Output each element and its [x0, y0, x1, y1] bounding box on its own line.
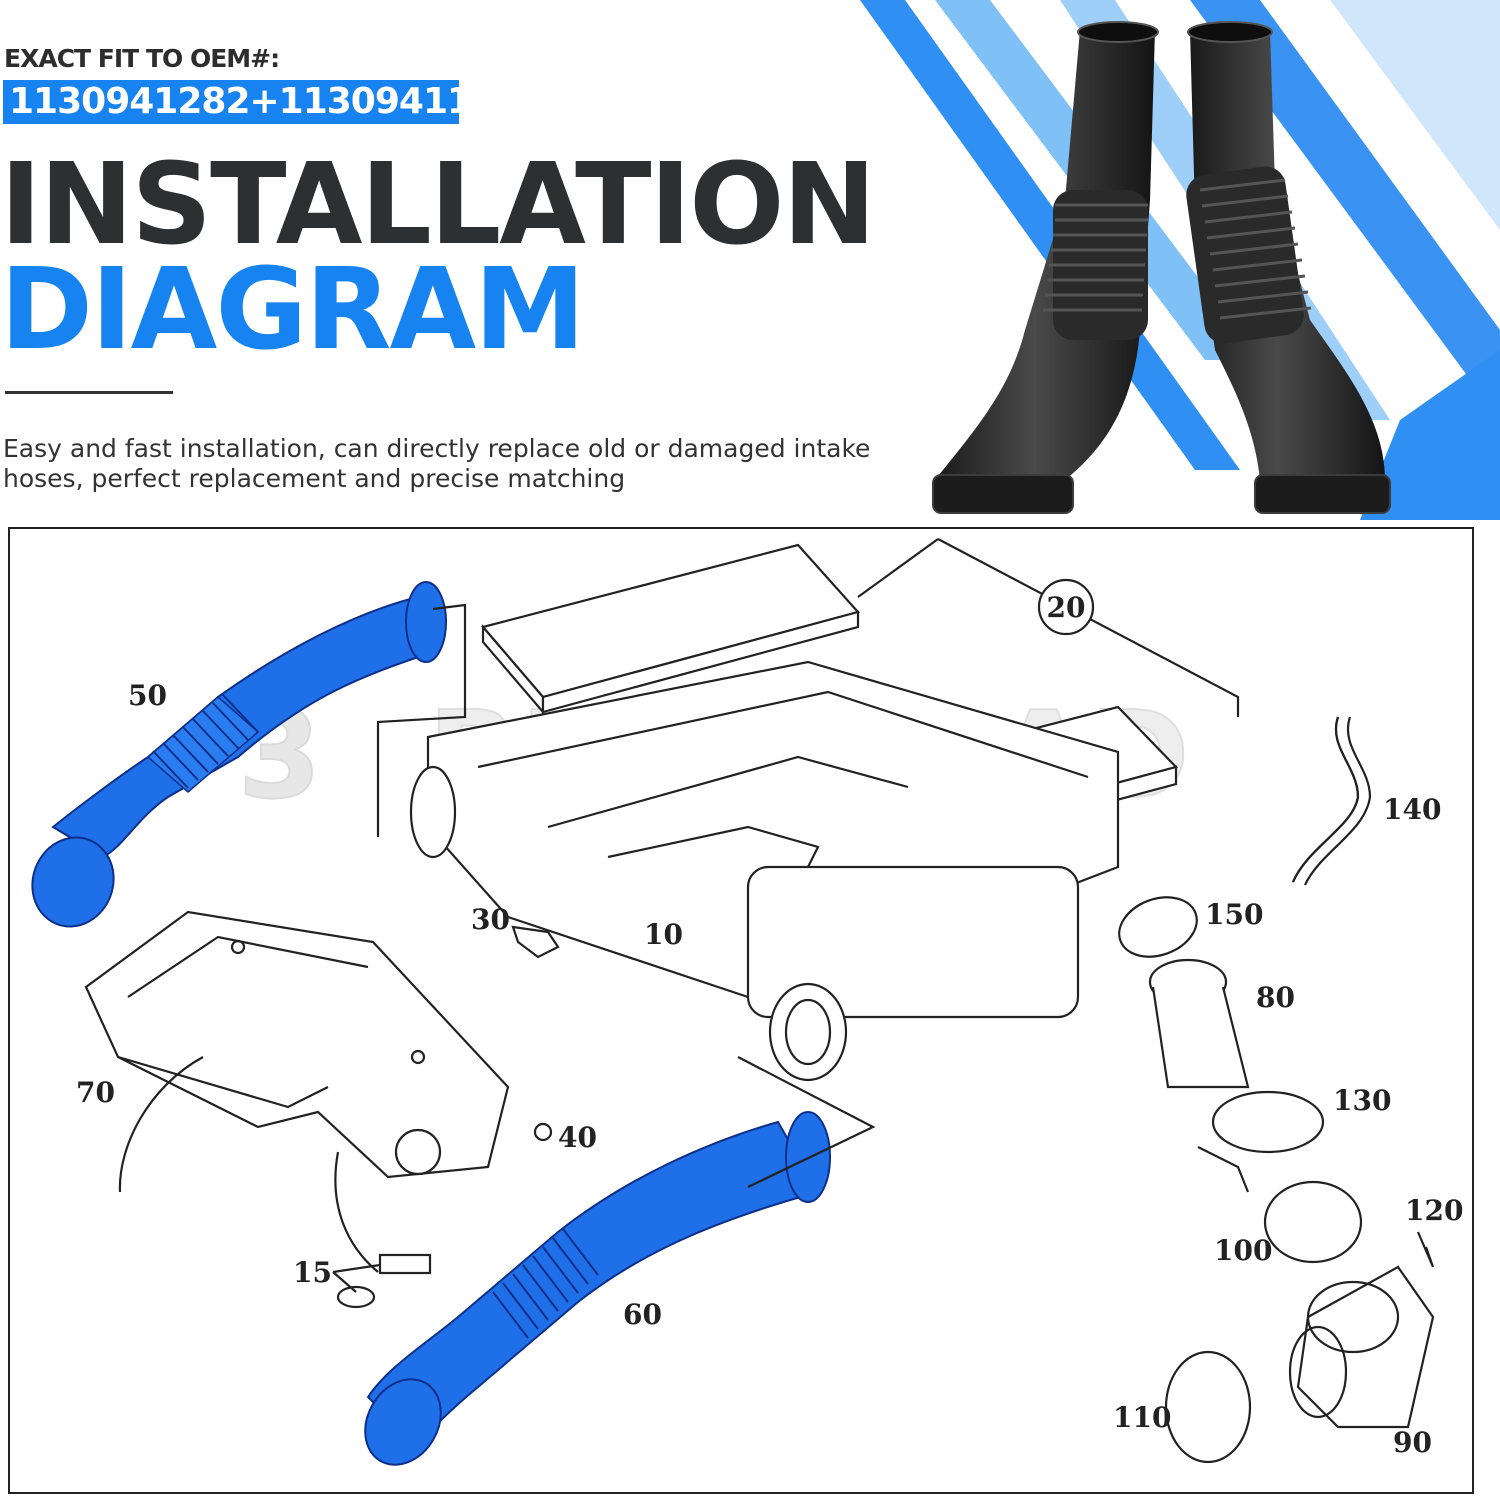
callout-70: 70: [76, 1076, 115, 1109]
part-50-blue-hose: [31, 581, 447, 928]
callout-110: 110: [1113, 1401, 1171, 1434]
part-150-seal: [1118, 896, 1198, 958]
part-100-ring: [1263, 1180, 1363, 1264]
part-120-pin: [1416, 1231, 1435, 1268]
product-description: Easy and fast installation, can directly…: [3, 434, 871, 493]
callout-100: 100: [1214, 1234, 1272, 1267]
part-80-sensor: [1148, 958, 1250, 1089]
callout-140: 140: [1383, 793, 1441, 826]
title-divider: [5, 391, 173, 394]
callout-120: 120: [1405, 1194, 1463, 1227]
callout-60: 60: [623, 1298, 662, 1331]
callout-90: 90: [1393, 1426, 1432, 1459]
callout-150: 150: [1205, 898, 1263, 931]
part-130-clamp: [1197, 1090, 1325, 1193]
callout-10: 10: [644, 918, 683, 951]
part-110-clamp: [1164, 1350, 1252, 1464]
callout-15: 15: [293, 1256, 332, 1289]
part-10-airbox: [409, 660, 1120, 1082]
part-70-lower-duct: [84, 910, 510, 1273]
title-installation: INSTALLATION: [0, 140, 876, 270]
callout-20: 20: [1047, 591, 1086, 624]
part-140-hose: [1291, 716, 1372, 886]
callout-50: 50: [128, 679, 167, 712]
parts-diagram: 3 RING ROAD: [31, 538, 1463, 1466]
callout-80: 80: [1256, 981, 1295, 1014]
title-diagram: DIAGRAM: [0, 245, 586, 375]
part-60-blue-hose: [364, 1111, 831, 1466]
callout-130: 130: [1333, 1084, 1391, 1117]
part-90-adapter: [1288, 1265, 1435, 1429]
oem-label: EXACT FIT TO OEM#:: [4, 44, 280, 73]
oem-number-badge: 1130941282+1130941182: [3, 80, 520, 124]
intake-hoses-photo: [932, 21, 1391, 514]
part-40-bolt: [533, 1122, 553, 1142]
right-hose-icon: [1186, 21, 1391, 514]
left-hose-icon: [932, 21, 1159, 514]
callout-40: 40: [558, 1121, 597, 1154]
callout-30: 30: [471, 903, 510, 936]
part-15-pad: [332, 1253, 432, 1309]
part-30-clip: [511, 925, 560, 959]
